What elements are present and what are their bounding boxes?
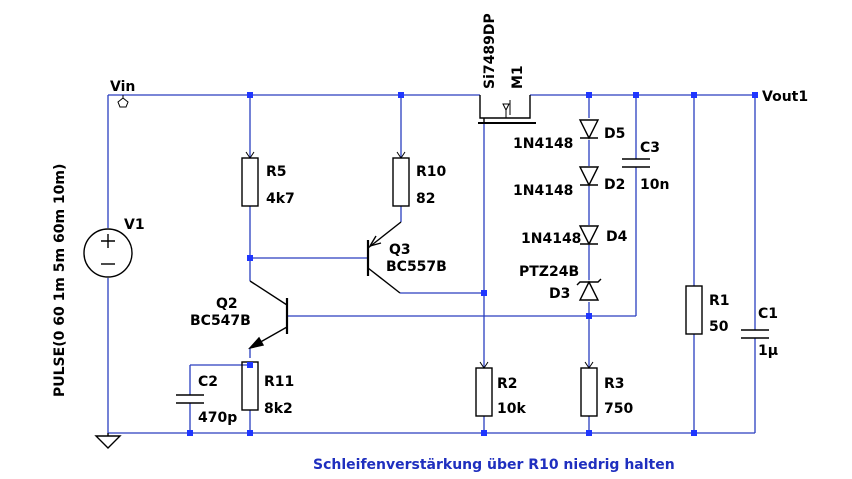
m1-name: M1: [510, 65, 526, 89]
q2-name: Q2: [216, 296, 238, 312]
junction-dots: [187, 92, 758, 436]
r11-name: R11: [264, 374, 294, 390]
d2-diode[interactable]: [578, 166, 600, 187]
d3-name: D3: [549, 286, 570, 302]
c2-capacitor[interactable]: [176, 394, 204, 404]
q3-pnp-transistor[interactable]: [366, 221, 402, 294]
q3-name: Q3: [389, 242, 411, 258]
r1-resistor[interactable]: [685, 285, 703, 335]
c3-capacitor[interactable]: [622, 158, 650, 168]
r5-value: 4k7: [266, 191, 295, 207]
c3-name: C3: [640, 140, 660, 156]
c1-name: C1: [758, 306, 778, 322]
q3-value: BC557B: [386, 259, 447, 275]
r11-resistor[interactable]: [241, 361, 259, 411]
r3-resistor[interactable]: [580, 367, 598, 417]
design-note: Schleifenverstärkung über R10 niedrig ha…: [313, 457, 675, 473]
c2-value: 470p: [198, 410, 237, 426]
r2-resistor[interactable]: [475, 367, 493, 417]
c1-value: 1µ: [758, 343, 778, 359]
r5-resistor[interactable]: [241, 157, 259, 207]
net-label-vin: Vin: [110, 79, 135, 95]
d2-name: D2: [604, 177, 625, 193]
d5-name: D5: [604, 126, 625, 142]
v1-value: PULSE(0 60 1m 5m 60m 10m): [52, 164, 68, 397]
vin-flag-icon: [117, 95, 129, 108]
q2-value: BC547B: [190, 313, 251, 329]
r1-value: 50: [709, 319, 729, 335]
ground-symbol: [94, 433, 122, 449]
v1-source-symbol[interactable]: [83, 228, 133, 278]
m1-value: Si7489DP: [482, 13, 498, 89]
r2-value: 10k: [497, 401, 526, 417]
d2-value: 1N4148: [513, 183, 573, 199]
r2-name: R2: [497, 376, 518, 392]
r10-value: 82: [416, 191, 435, 207]
c1-capacitor[interactable]: [741, 329, 769, 339]
d5-value: 1N4148: [513, 136, 573, 152]
d3-zener-diode[interactable]: [576, 278, 602, 301]
r11-value: 8k2: [264, 401, 293, 417]
d3-value: PTZ24B: [519, 264, 579, 280]
q2-npn-transistor[interactable]: [247, 280, 289, 350]
c3-value: 10n: [640, 177, 669, 193]
wires: [107, 94, 756, 434]
m1-mosfet[interactable]: [478, 95, 536, 124]
r3-name: R3: [604, 376, 625, 392]
pin-arrow-icons: [245, 151, 594, 369]
r1-name: R1: [709, 293, 730, 309]
r10-name: R10: [416, 164, 447, 180]
c2-name: C2: [198, 374, 218, 390]
d4-diode[interactable]: [578, 225, 600, 246]
d5-diode[interactable]: [578, 119, 600, 140]
r5-name: R5: [266, 164, 287, 180]
r10-resistor[interactable]: [392, 157, 410, 207]
net-label-vout: Vout1: [762, 89, 808, 105]
d4-name: D4: [606, 229, 628, 245]
v1-name: V1: [124, 217, 145, 233]
r3-value: 750: [604, 401, 633, 417]
d4-value: 1N4148: [521, 231, 581, 247]
